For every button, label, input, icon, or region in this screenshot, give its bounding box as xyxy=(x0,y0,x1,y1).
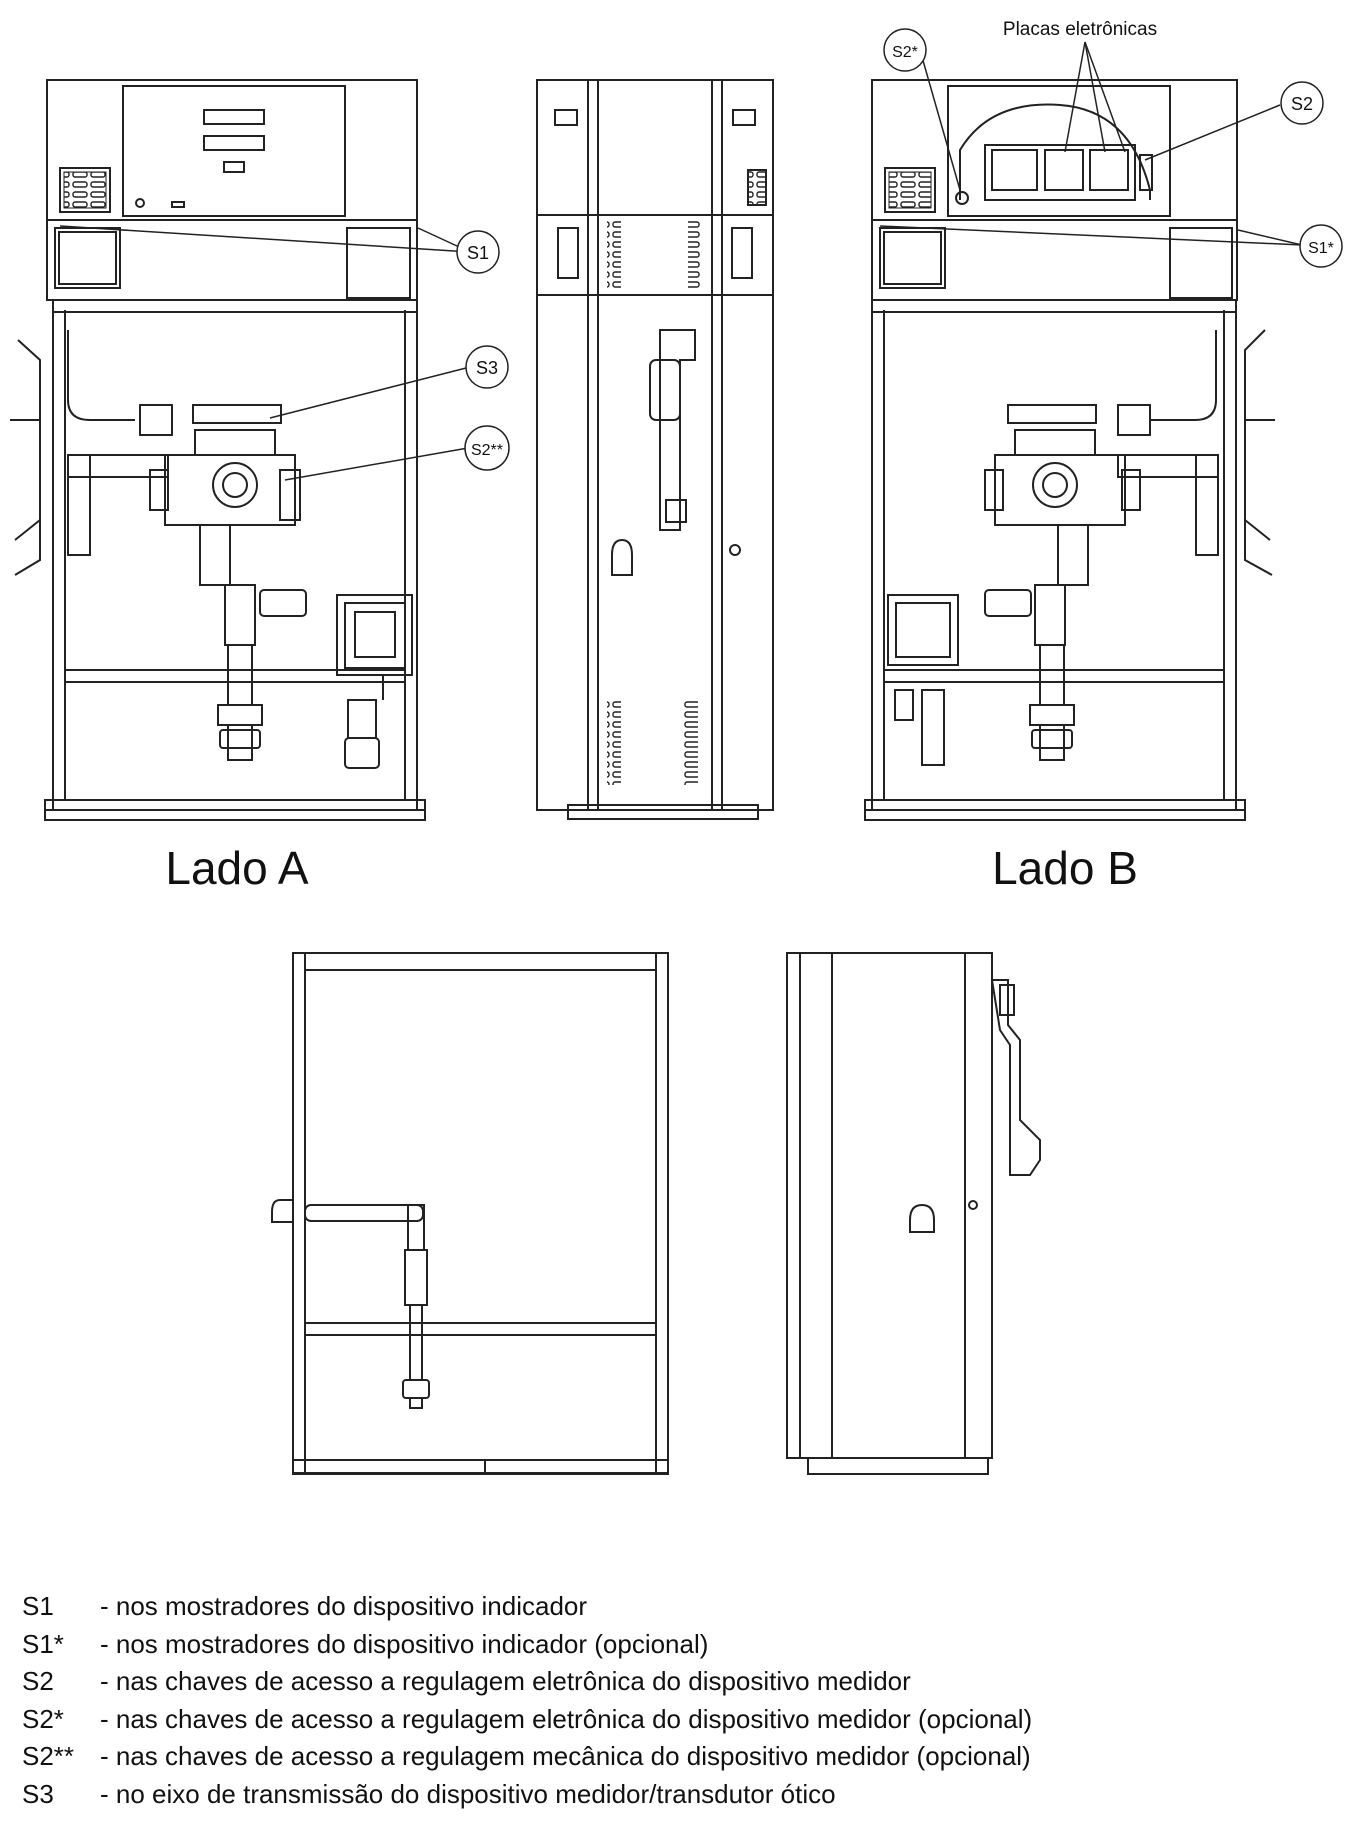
view-side-profile xyxy=(536,79,774,820)
svg-text:S2**: S2** xyxy=(471,442,503,459)
label-side-b: Lado B xyxy=(992,842,1138,894)
legend-code: S1 xyxy=(22,1591,54,1621)
callout-s1: S1 xyxy=(456,230,500,274)
svg-text:S1: S1 xyxy=(467,243,489,263)
callout-s3: S3 xyxy=(465,345,509,389)
view-side-profile-bottom xyxy=(786,952,1041,1475)
legend-description: - nos mostradores do dispositivo indicad… xyxy=(100,1628,709,1659)
callout-s2: S2 xyxy=(1280,81,1324,125)
seal-legend: S1 - nos mostradores do dispositivo indi… xyxy=(22,1588,1332,1813)
legend-item: S3 - no eixo de transmissão do dispositi… xyxy=(22,1776,1332,1814)
callout-s2-optional: S2* xyxy=(883,28,927,72)
legend-description: - nas chaves de acesso a regulagem eletr… xyxy=(100,1666,911,1696)
legend-code: S2** xyxy=(22,1741,75,1771)
callout-s1-optional: S1* xyxy=(1299,224,1343,268)
legend-item: S1 - nos mostradores do dispositivo indi… xyxy=(22,1588,1332,1626)
leader-lines xyxy=(59,41,1303,481)
svg-text:S2*: S2* xyxy=(892,44,918,61)
legend-code: S3 xyxy=(22,1778,54,1809)
legend-code: S2* xyxy=(22,1703,64,1734)
legend-code: S1* xyxy=(22,1628,64,1659)
legend-description: - nos mostradores do dispositivo indicad… xyxy=(100,1591,588,1621)
legend-description: - nas chaves de acesso a regulagem eletr… xyxy=(100,1703,1033,1734)
legend-code: S2 xyxy=(22,1666,54,1696)
legend-item: S2* - nas chaves de acesso a regulagem e… xyxy=(22,1701,1332,1739)
legend-item: S2** - nas chaves de acesso a regulagem … xyxy=(22,1738,1332,1776)
svg-text:S1*: S1* xyxy=(1308,240,1334,257)
view-side-a xyxy=(10,79,426,821)
legend-description: - nas chaves de acesso a regulagem mecân… xyxy=(100,1741,1031,1771)
boards-label: Placas eletrônicas xyxy=(1003,19,1157,40)
legend-item: S2 - nas chaves de acesso a regulagem el… xyxy=(22,1663,1332,1701)
view-rear xyxy=(271,952,669,1475)
svg-text:S2: S2 xyxy=(1291,94,1313,114)
svg-text:S3: S3 xyxy=(476,358,498,378)
legend-description: - no eixo de transmissão do dispositivo … xyxy=(100,1778,836,1809)
label-side-a: Lado A xyxy=(165,842,309,894)
keypad-icon xyxy=(63,171,107,209)
keypad-icon xyxy=(888,171,932,209)
callout-s2-mechanical: S2** xyxy=(464,425,510,471)
view-side-b xyxy=(864,79,1275,821)
legend-item: S1* - nos mostradores do dispositivo ind… xyxy=(22,1626,1332,1664)
